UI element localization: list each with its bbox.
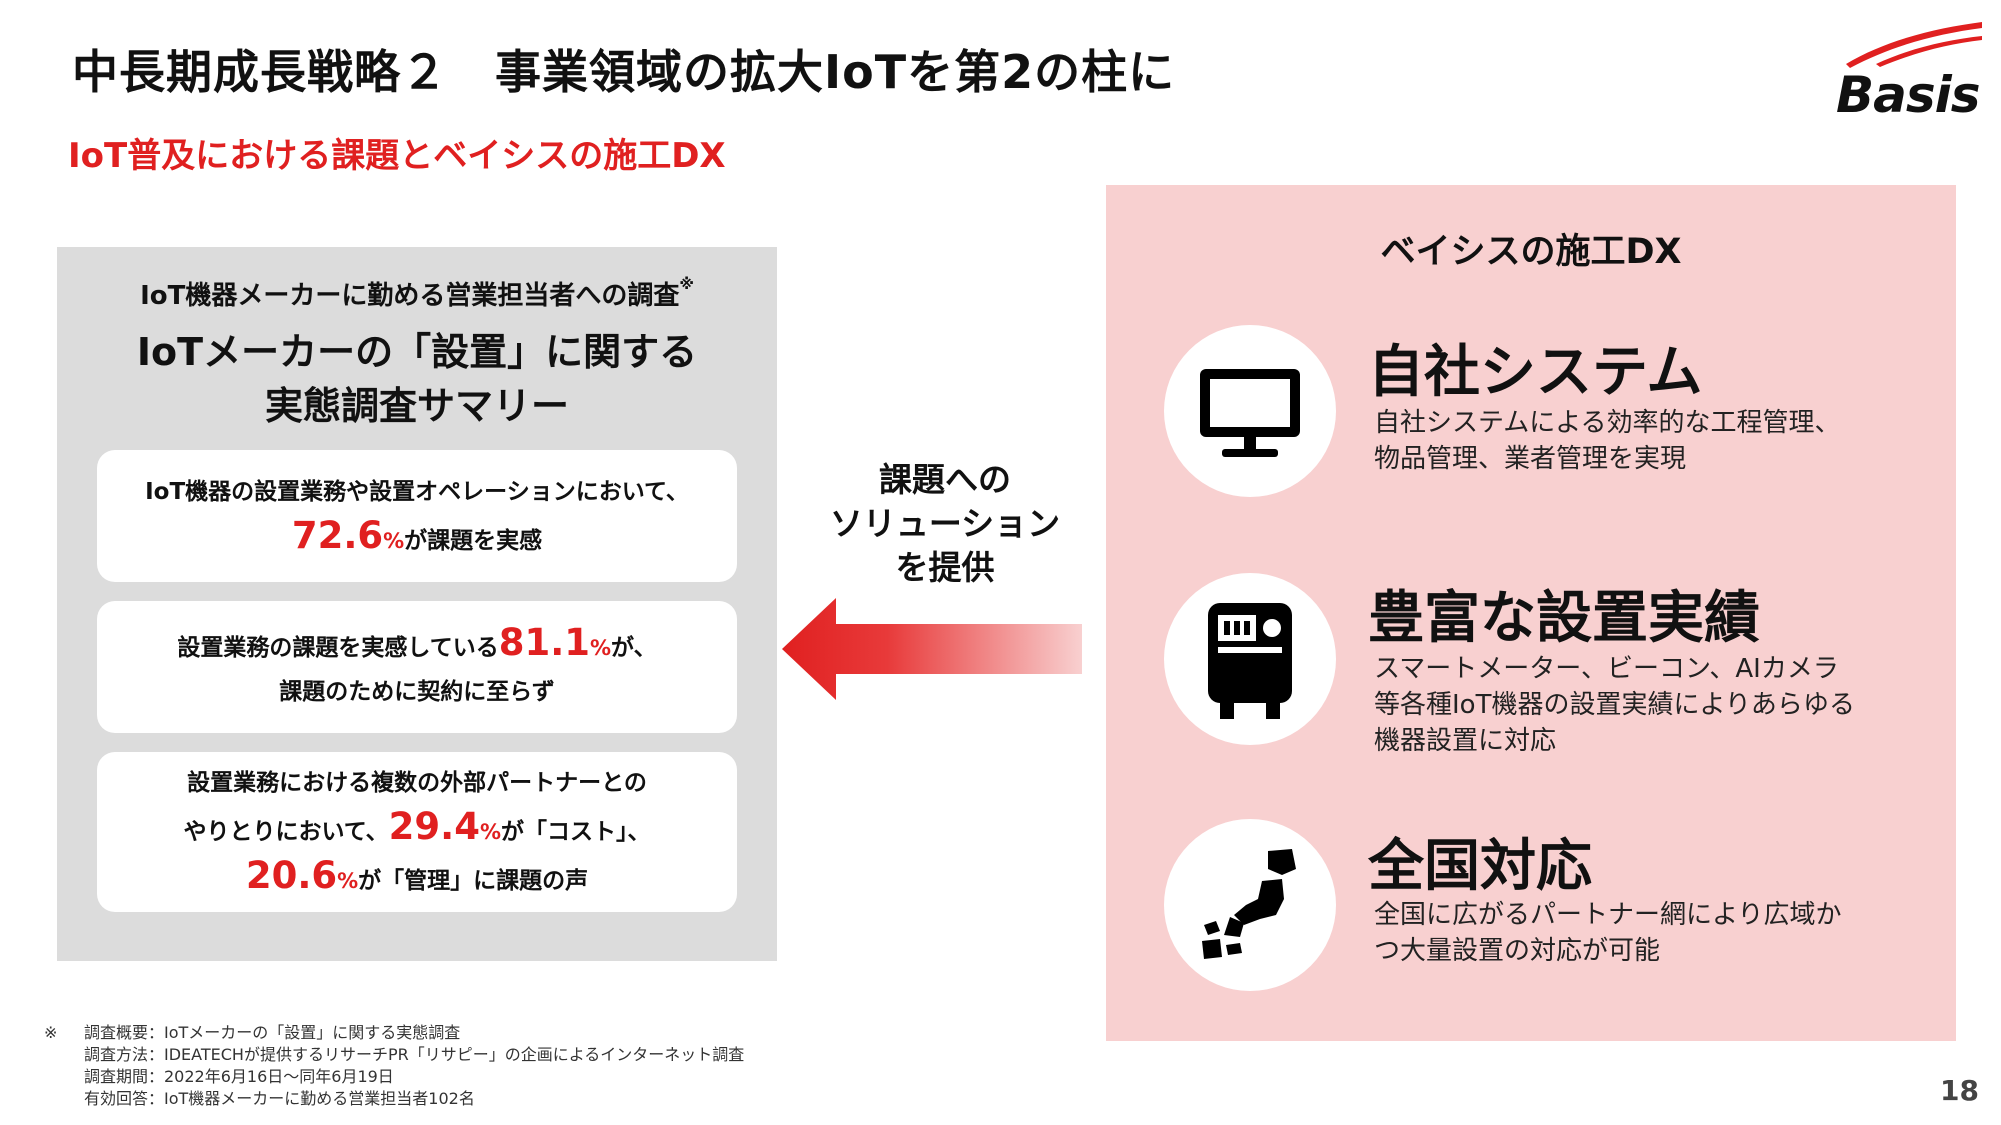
stat-value: 81.1 (498, 620, 590, 664)
japan-map-icon (1202, 849, 1296, 959)
feature-icon-circle-3 (1164, 819, 1336, 991)
stat-card-2: 設置業務の課題を実感している81.1%が、 課題のために契約に至らず (97, 601, 737, 733)
stat-text: が課題を実感 (404, 527, 543, 554)
stat-card-3-line2: やりとりにおいて、29.4%が「コスト」、 (183, 805, 650, 854)
feature-desc-1: 自社システムによる効率的な工程管理、 物品管理、業者管理を実現 (1374, 405, 1840, 477)
footnote-line: 有効回答：IoT機器メーカーに勤める営業担当者102名 (84, 1089, 475, 1108)
survey-heading: IoTメーカーの「設置」に関する 実態調査サマリー (57, 325, 777, 433)
footnote-mark: ※ (44, 1023, 58, 1042)
stat-card-1: IoT機器の設置業務や設置オペレーションにおいて、 72.6%が課題を実感 (97, 450, 737, 582)
left-arrow-icon (782, 598, 1082, 700)
stat-unit: % (383, 528, 405, 553)
footnote-line: 調査方法：IDEATECHが提供するリサーチPR「リサピー」の企画によるインター… (84, 1045, 745, 1064)
stat-card-2-line1: 設置業務の課題を実感している81.1%が、 (177, 621, 656, 670)
monitor-icon (1200, 369, 1300, 457)
stat-value: 72.6 (291, 513, 384, 557)
stat-value: 20.6 (245, 854, 338, 897)
survey-panel: IoT機器メーカーに勤める営業担当者への調査※ IoTメーカーの「設置」に関する… (57, 247, 777, 961)
stat-card-1-line2: 72.6%が課題を実感 (292, 514, 542, 563)
feature-icon-circle-1 (1164, 325, 1336, 497)
basis-logo: Basis (1836, 18, 1986, 120)
feature-desc-3-line1: 全国に広がるパートナー網により広域か (1374, 900, 1842, 930)
feature-desc-1-line1: 自社システムによる効率的な工程管理、 (1374, 408, 1841, 438)
stat-card-3: 設置業務における複数の外部パートナーとの やりとりにおいて、29.4%が「コスト… (97, 752, 737, 912)
stat-card-3-line3: 20.6%が「管理」に課題の声 (246, 854, 588, 903)
stat-card-2-line2: 課題のために契約に至らず (279, 678, 555, 705)
logo-swoosh-icon (1846, 22, 1982, 68)
feature-desc-3: 全国に広がるパートナー網により広域か つ大量設置の対応が可能 (1374, 897, 1841, 969)
feature-desc-1-line2: 物品管理、業者管理を実現 (1374, 444, 1687, 474)
feature-desc-2-line1: スマートメーター、ビーコン、AIカメラ (1374, 654, 1839, 684)
stat-card-3-line1: 設置業務における複数の外部パートナーとの (187, 770, 647, 796)
feature-desc-2: スマートメーター、ビーコン、AIカメラ 等各種IoT機器の設置実績によりあらゆる… (1374, 651, 1855, 759)
feature-title-2: 豊富な設置実績 (1368, 586, 1760, 651)
survey-label-mark: ※ (679, 275, 694, 293)
footnote-lines: 調査概要：IoTメーカーの「設置」に関する実態調査 調査方法：IDEATECHが… (84, 1022, 744, 1110)
feature-title-3: 全国対応 (1368, 834, 1592, 899)
stat-value: 29.4 (388, 805, 480, 848)
stat-unit: % (590, 635, 612, 660)
stat-text: が「管理」に課題の声 (358, 868, 589, 894)
footnote-line: 調査期間：2022年6月16日〜同年6月19日 (84, 1067, 394, 1086)
stat-text: 設置業務の課題を実感している (177, 634, 499, 661)
survey-heading-line2: 実態調査サマリー (264, 384, 569, 428)
stat-unit: % (337, 869, 359, 893)
solution-title: ベイシスの施工DX (1380, 232, 1682, 272)
smart-meter-icon (1208, 603, 1292, 719)
logo-text: Basis (1836, 66, 1981, 124)
solution-panel: ベイシスの施工DX 自社システム 自社システムによる効率的な工程管理、 物品管理… (1106, 185, 1956, 1041)
stat-card-1-line1: IoT機器の設置業務や設置オペレーションにおいて、 (145, 478, 689, 505)
stat-unit: % (479, 820, 501, 844)
feature-desc-2-line2: 等各種IoT機器の設置実績によりあらゆる (1374, 690, 1855, 720)
feature-desc-2-line3: 機器設置に対応 (1374, 726, 1557, 756)
solution-caption-line2: ソリューション (829, 504, 1061, 543)
stat-text: が、 (611, 634, 657, 661)
solution-caption-line1: 課題への (879, 460, 1011, 499)
feature-icon-circle-2 (1164, 573, 1336, 745)
solution-caption: 課題への ソリューション を提供 (800, 458, 1090, 590)
feature-desc-3-line2: つ大量設置の対応が可能 (1374, 936, 1661, 966)
page-title: 中長期成長戦略２ 事業領域の拡大IoTを第2の柱に (72, 45, 1176, 99)
solution-caption-line3: を提供 (895, 548, 995, 587)
survey-label: IoT機器メーカーに勤める営業担当者への調査※ (57, 275, 777, 312)
page-number: 18 (1940, 1074, 1979, 1107)
feature-title-1: 自社システム (1368, 340, 1703, 405)
stat-text: が「コスト」、 (501, 819, 651, 845)
survey-label-text: IoT機器メーカーに勤める営業担当者への調査 (140, 281, 680, 311)
page-subtitle: IoT普及における課題とベイシスの施工DX (68, 136, 726, 176)
survey-heading-line1: IoTメーカーの「設置」に関する (136, 330, 698, 374)
footnote-line: 調査概要：IoTメーカーの「設置」に関する実態調査 (84, 1023, 461, 1042)
stat-text: やりとりにおいて、 (183, 819, 389, 845)
